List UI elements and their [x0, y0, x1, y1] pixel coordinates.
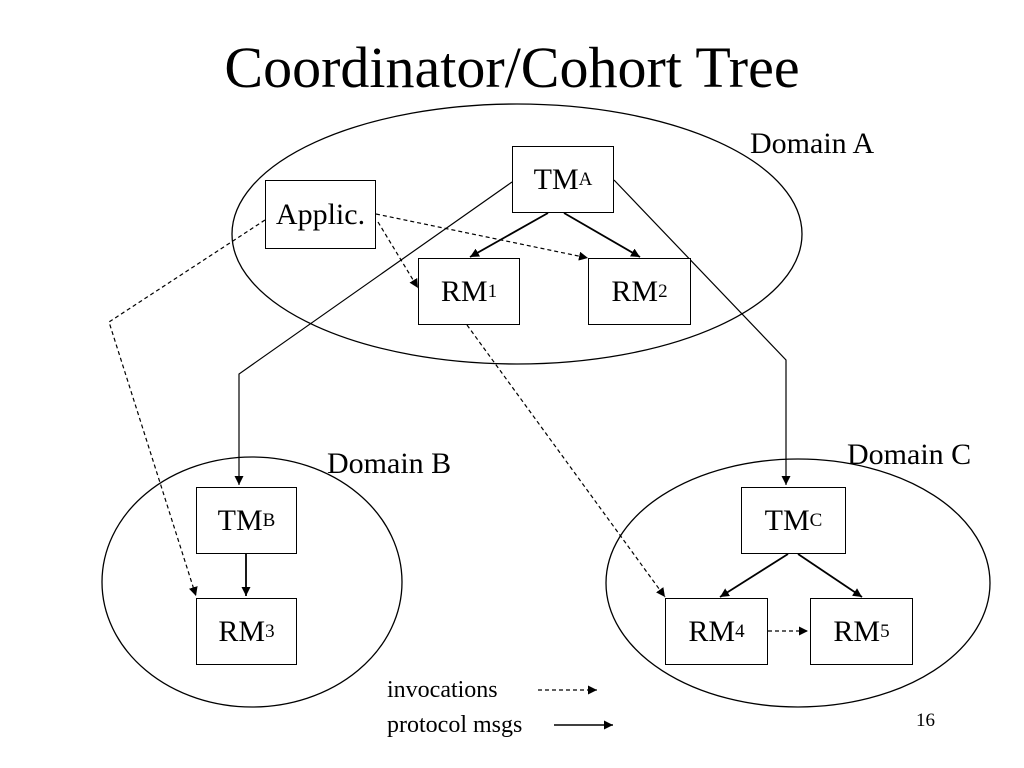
node-applic-label: Applic.	[275, 197, 366, 231]
node-rm-2-base: RM	[611, 274, 659, 308]
page-number: 16	[916, 710, 935, 731]
domain-a-ellipse	[231, 103, 803, 365]
invocation-applic-rm3	[108, 219, 266, 597]
edge-tmc-rm4	[719, 553, 789, 598]
edge-tma-rm1	[469, 212, 549, 258]
node-tm-a-base: TM	[533, 162, 579, 196]
edge-tma-tmc	[613, 179, 791, 485]
invocation-rm1-rm4	[466, 324, 666, 598]
edge-tma-tmb	[234, 181, 513, 485]
node-rm-3-base: RM	[218, 614, 266, 648]
invocation-applic-rm1	[377, 221, 419, 289]
domain-c-ellipse	[605, 458, 991, 708]
domain-b-ellipse	[101, 456, 403, 708]
legend-invocations-label: invocations	[387, 677, 498, 703]
invocation-applic-rm2	[375, 213, 589, 261]
node-rm-5-base: RM	[833, 614, 881, 648]
domain-c-label: Domain C	[847, 438, 972, 471]
node-applic: Applic.	[265, 180, 376, 249]
slide-title: Coordinator/Cohort Tree	[224, 35, 800, 100]
node-rm-1-base: RM	[440, 274, 488, 308]
edge-tmc-rm5	[797, 553, 863, 598]
domain-a-label: Domain A	[750, 127, 875, 160]
node-tm-c-base: TM	[764, 503, 810, 537]
domain-b-label: Domain B	[327, 447, 452, 480]
edge-tma-rm2	[563, 212, 641, 258]
legend-protocol-label: protocol msgs	[387, 712, 523, 738]
node-tm-b-base: TM	[217, 503, 263, 537]
node-rm-4-base: RM	[688, 614, 736, 648]
